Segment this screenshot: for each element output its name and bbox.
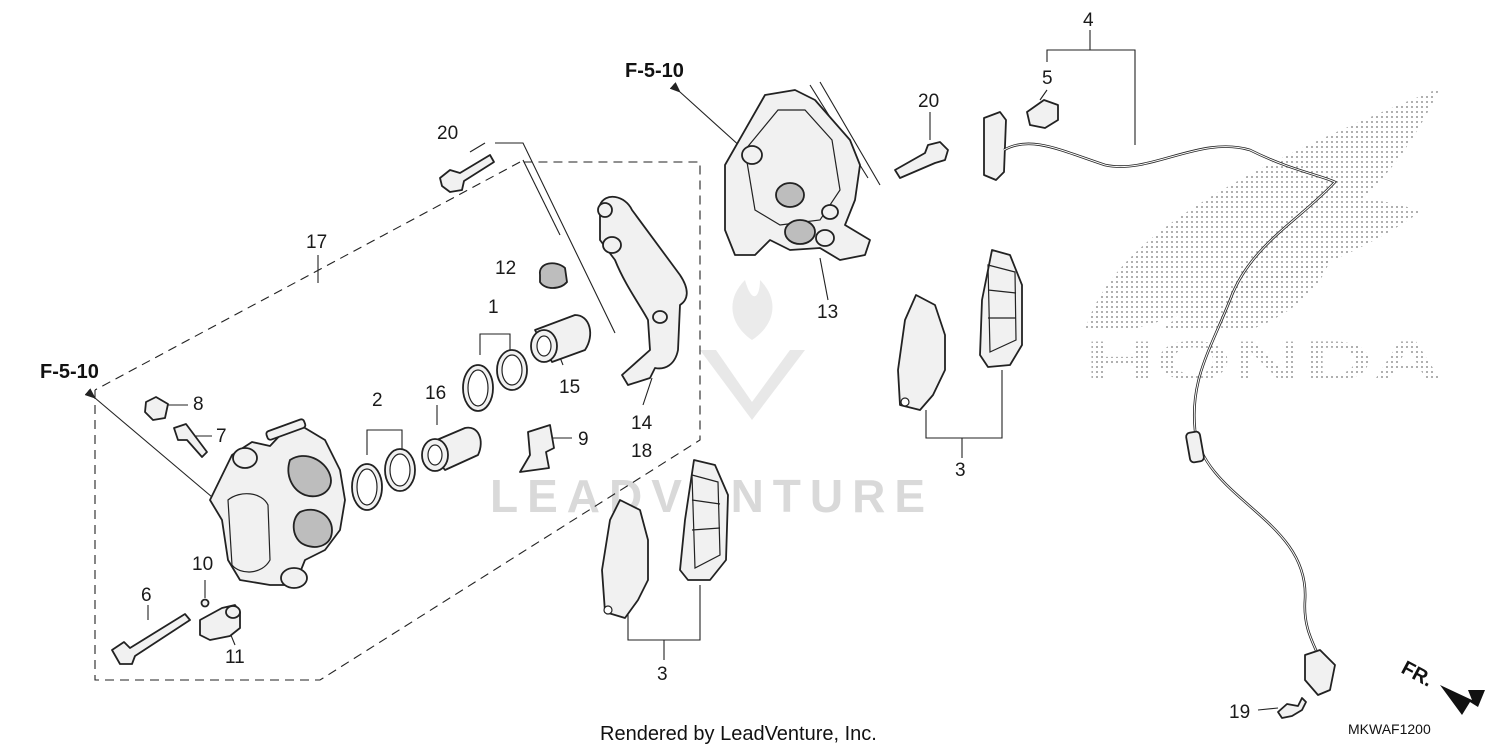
o-ring-small bbox=[200, 598, 210, 608]
callout-3-lower[interactable]: 3 bbox=[657, 664, 668, 685]
front-direction-arrow: FR. bbox=[1398, 657, 1485, 715]
watermark-logo-mark bbox=[700, 280, 805, 420]
honda-wing-logo: HONDA bbox=[1085, 88, 1443, 392]
piston-15 bbox=[530, 314, 592, 363]
callout-17[interactable]: 17 bbox=[306, 232, 327, 253]
assembly-17-boundary bbox=[94, 161, 701, 681]
sensor-clip-5 bbox=[1026, 99, 1059, 129]
callout-11[interactable]: 11 bbox=[225, 647, 245, 668]
callout-19[interactable]: 19 bbox=[1229, 702, 1250, 723]
callout-13[interactable]: 13 bbox=[817, 302, 838, 323]
callout-8[interactable]: 8 bbox=[193, 394, 204, 415]
callout-12[interactable]: 12 bbox=[495, 258, 516, 279]
bolt-20-right bbox=[894, 141, 949, 179]
callout-7[interactable]: 7 bbox=[216, 426, 227, 447]
diagram-code: MKWAF1200 bbox=[1348, 721, 1431, 737]
brake-pad-lower-right bbox=[679, 459, 729, 581]
caliper-pin-bolt bbox=[111, 613, 191, 665]
callout-9[interactable]: 9 bbox=[578, 429, 589, 450]
callout-1[interactable]: 1 bbox=[488, 297, 499, 318]
bleeder-screw bbox=[173, 423, 208, 458]
callout-6[interactable]: 6 bbox=[141, 585, 152, 606]
piston-seal-set-2 bbox=[351, 448, 416, 511]
brake-pad-right-right bbox=[979, 249, 1023, 368]
callout-14[interactable]: 14 bbox=[631, 413, 653, 434]
caliper-bracket bbox=[597, 196, 688, 386]
callout-15[interactable]: 15 bbox=[559, 377, 580, 398]
reference-label-top[interactable]: F-5-10 bbox=[625, 60, 684, 82]
reference-label-left[interactable]: F-5-10 bbox=[40, 361, 99, 383]
callout-20-right[interactable]: 20 bbox=[918, 91, 939, 112]
brake-pad-lower-left bbox=[601, 499, 649, 619]
callout-2[interactable]: 2 bbox=[372, 390, 383, 411]
callout-3-upper[interactable]: 3 bbox=[955, 460, 966, 481]
callout-18[interactable]: 18 bbox=[631, 441, 652, 462]
plug-bolt bbox=[199, 604, 241, 641]
callout-20-left[interactable]: 20 bbox=[437, 123, 458, 144]
right-caliper-body bbox=[724, 89, 871, 261]
boot-12 bbox=[539, 262, 568, 289]
callout-5[interactable]: 5 bbox=[1042, 68, 1053, 89]
abs-sensor-harness bbox=[983, 111, 1338, 696]
footer-credit: Rendered by LeadVenture, Inc. bbox=[600, 723, 877, 745]
piston-16 bbox=[421, 426, 482, 472]
bolt-19 bbox=[1277, 697, 1307, 719]
brake-pad-right-left bbox=[897, 294, 946, 411]
ref-arrow-left bbox=[84, 388, 213, 498]
ref-arrow-top bbox=[669, 82, 743, 149]
callout-10[interactable]: 10 bbox=[192, 554, 213, 575]
piston-seal-set-1 bbox=[462, 349, 528, 412]
front-direction-label: FR. bbox=[1398, 657, 1437, 692]
callout-16[interactable]: 16 bbox=[425, 383, 446, 404]
bleeder-cap bbox=[144, 396, 169, 421]
honda-logo-text: HONDA bbox=[1085, 329, 1443, 392]
left-caliper-body bbox=[209, 418, 346, 589]
bolt-20-left bbox=[439, 154, 495, 193]
callout-4[interactable]: 4 bbox=[1083, 10, 1094, 31]
pad-spring-9 bbox=[519, 424, 555, 473]
